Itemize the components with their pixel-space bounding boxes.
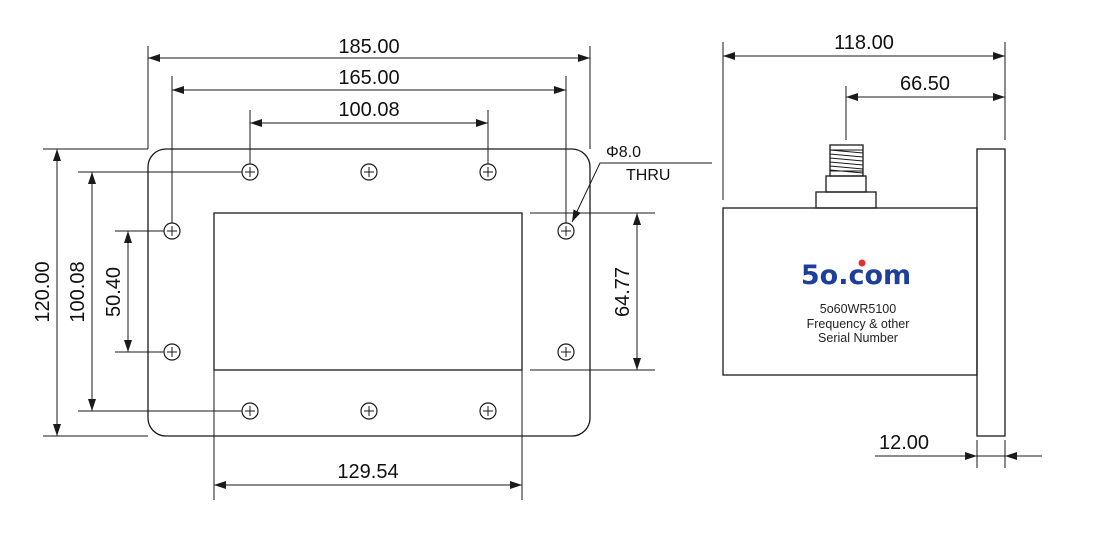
dim-vertical-hole-spacing: 100.08 — [67, 261, 89, 322]
brand-logo-domain: .com — [838, 260, 911, 291]
dim-inner-hole-spacing: 100.08 — [338, 99, 399, 121]
label-frequency: Frequency & other — [807, 317, 910, 331]
waveguide-opening — [213, 212, 523, 371]
hole — [557, 343, 575, 361]
hole — [360, 402, 378, 420]
hole — [557, 222, 575, 240]
hole — [360, 163, 378, 181]
mounting-holes — [163, 163, 575, 420]
product-label: 5o.com 5o60WR5100 Frequency & other Seri… — [801, 259, 911, 345]
hole — [479, 402, 497, 420]
hole-note-type: THRU — [626, 167, 670, 184]
label-serial: Serial Number — [818, 331, 898, 345]
flange-front-view: 185.00 165.00 100.08 120.00 100.08 50.40… — [32, 36, 712, 500]
model-number: 5o60WR5100 — [820, 302, 896, 316]
dim-outer-hole-spacing: 165.00 — [338, 67, 399, 89]
hole — [479, 163, 497, 181]
dim-opening-width: 129.54 — [337, 461, 398, 483]
side-view: 118.00 66.50 12.00 5o.com 5o60WR5100 Fre… — [722, 32, 1042, 468]
dim-side-hole-spacing: 50.40 — [103, 267, 125, 317]
brand-logo: 5o.com — [801, 260, 911, 291]
brand-logo-digit: 5 — [801, 260, 820, 291]
hole — [163, 222, 181, 240]
hole-note-diameter: Φ8.0 — [606, 144, 641, 161]
dim-overall-width: 185.00 — [338, 36, 399, 58]
dim-connector-offset: 66.50 — [900, 73, 950, 95]
dim-opening-height: 64.77 — [612, 267, 634, 317]
adapter-body — [722, 207, 978, 376]
hole — [241, 163, 259, 181]
hole — [163, 343, 181, 361]
flange-outline — [147, 148, 591, 437]
brand-logo-dot — [858, 259, 866, 267]
sma-connector — [815, 144, 877, 209]
dim-body-length: 118.00 — [834, 32, 894, 54]
dim-overall-height: 120.00 — [32, 261, 54, 322]
hole — [241, 402, 259, 420]
flange-side — [976, 148, 1006, 437]
brand-logo-o: o — [820, 260, 839, 291]
dim-flange-thickness: 12.00 — [879, 432, 929, 454]
